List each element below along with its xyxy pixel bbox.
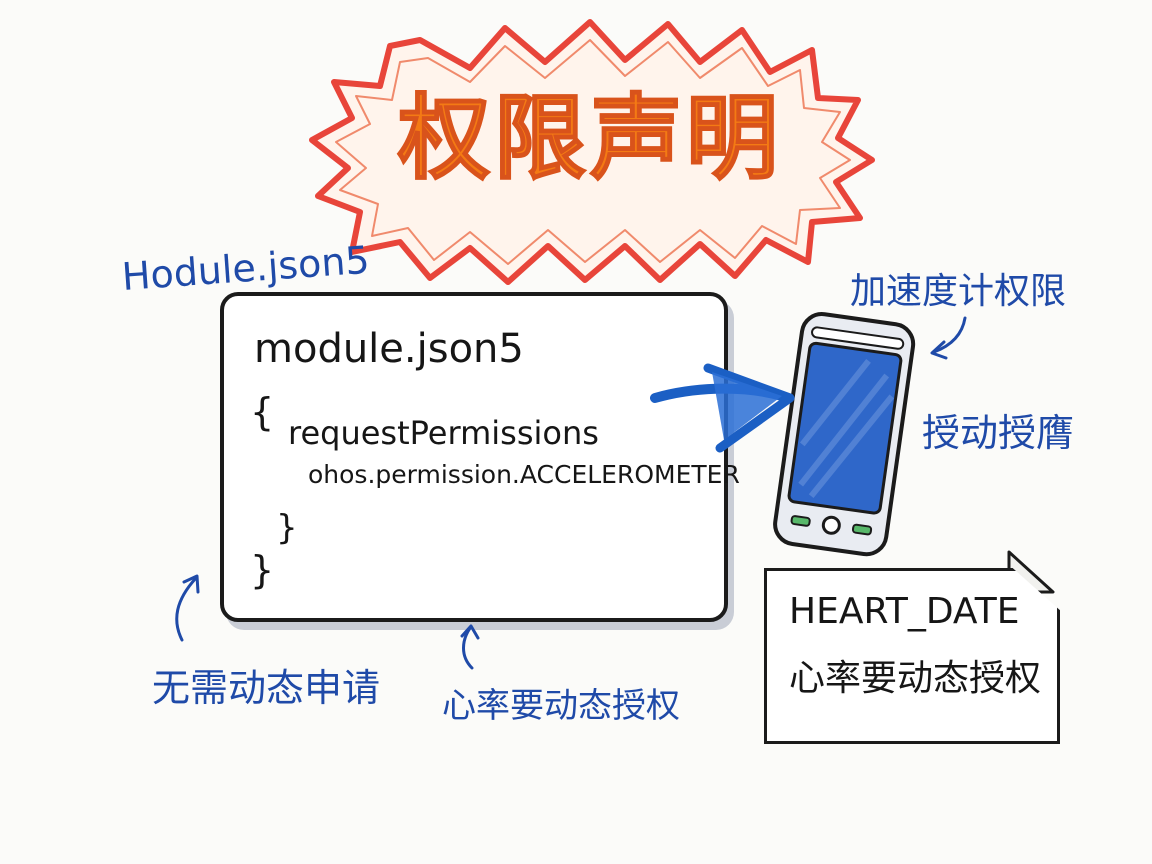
heart-rate-dynamic-label: 心率要动态授权	[442, 686, 680, 726]
code-box: module.json5 { requestPermissions ohos.p…	[220, 292, 740, 622]
no-dynamic-request-label: 无需动态申请	[152, 666, 381, 710]
note-title: HEART_DATE	[789, 591, 1020, 632]
phone-left-key	[790, 515, 811, 527]
manual-authorization-label: 授动授膺	[922, 411, 1075, 455]
accelerometer-permission-label: 加速度计权限	[850, 271, 1067, 312]
phone-right-key	[851, 523, 873, 536]
code-request-permissions: requestPermissions	[288, 414, 599, 452]
code-brace-close: }	[250, 548, 275, 592]
phone-screen-shine	[798, 358, 895, 499]
phone-speaker	[811, 326, 905, 350]
note-card: HEART_DATE 心率要动态授权	[764, 568, 1060, 744]
code-file-name: module.json5	[254, 326, 524, 372]
code-brace-open: {	[250, 390, 275, 434]
code-permission-name: ohos.permission.ACCELEROMETER	[308, 460, 740, 489]
page-title: 权限声明	[397, 84, 782, 193]
phone-home-button	[821, 515, 841, 535]
title-burst-shape	[309, 19, 875, 285]
note-subtitle: 心率要动态授权	[789, 658, 1042, 699]
code-brace-inner-close: }	[276, 508, 298, 548]
title-burst-inner	[335, 39, 851, 265]
phone-illustration	[773, 312, 916, 557]
